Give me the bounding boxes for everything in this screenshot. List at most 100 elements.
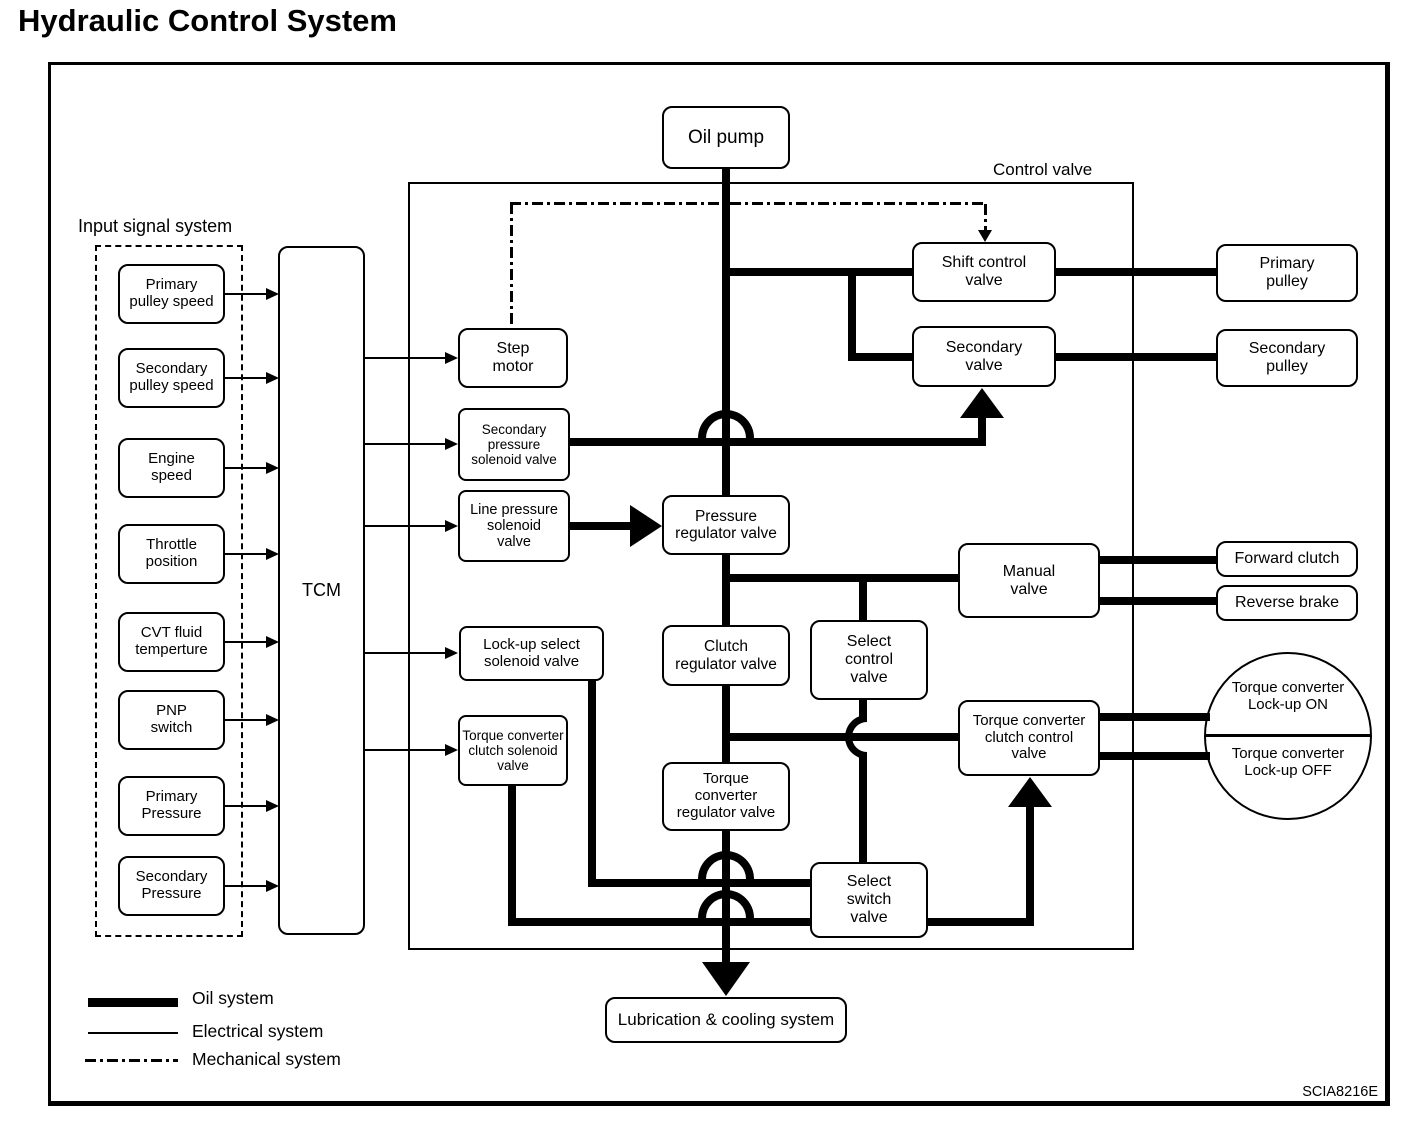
oil-line-manual-to-reverse-brake bbox=[1098, 597, 1218, 605]
oil-line-to-shift-control-valve bbox=[722, 268, 914, 276]
torque-converter-divider bbox=[1206, 734, 1370, 737]
node-engine-speed-label: Engine speed bbox=[148, 450, 195, 484]
node-lock-up-select-solenoid-valve: Lock-up select solenoid valve bbox=[459, 626, 604, 681]
electrical-line-throttle-position bbox=[225, 553, 267, 555]
oil-line-tcc-solenoid-down bbox=[508, 783, 516, 926]
electrical-line-secondary-pressure bbox=[225, 885, 267, 887]
oil-line-tcc-to-lock-up-off bbox=[1098, 752, 1210, 760]
node-secondary-pulley-speed-label: Secondary pulley speed bbox=[129, 360, 214, 394]
node-forward-clutch-label: Forward clutch bbox=[1234, 550, 1340, 568]
oil-line-tcc-to-lock-up-on bbox=[1098, 713, 1210, 721]
page-title: Hydraulic Control System bbox=[18, 3, 397, 38]
node-clutch-regulator-valve-label: Clutch regulator valve bbox=[675, 638, 777, 673]
arrowhead-cvt-fluid bbox=[266, 636, 279, 648]
arrowhead-pnp-switch bbox=[266, 714, 279, 726]
node-secondary-pressure-solenoid-valve: Secondary pressure solenoid valve bbox=[458, 408, 570, 481]
arrowhead-primary-pulley-speed bbox=[266, 288, 279, 300]
node-manual-valve: Manual valve bbox=[958, 543, 1100, 618]
node-torque-converter-clutch-solenoid-valve-label: Torque converter clutch solenoid valve bbox=[462, 727, 564, 774]
arrowhead-into-lubrication bbox=[702, 962, 750, 996]
node-select-switch-valve-label: Select switch valve bbox=[846, 873, 892, 926]
oil-line-lock-up-select-down bbox=[588, 678, 596, 887]
oil-line-branch-secondary-valve bbox=[848, 268, 856, 361]
node-select-control-valve-label: Select control valve bbox=[844, 633, 894, 686]
legend-electrical-system-label: Electrical system bbox=[192, 1021, 324, 1041]
oil-line-manual-to-forward-clutch bbox=[1098, 556, 1218, 564]
arrowhead-tcm-step-motor bbox=[445, 352, 458, 364]
node-manual-valve-label: Manual valve bbox=[1002, 562, 1056, 598]
arrowhead-throttle-position bbox=[266, 548, 279, 560]
arrowhead-secondary-pulley-speed bbox=[266, 372, 279, 384]
diagram-frame bbox=[48, 62, 1390, 1106]
electrical-line-tcm-lock-up-select-solenoid bbox=[365, 652, 446, 654]
node-shift-control-valve: Shift control valve bbox=[912, 242, 1056, 302]
electrical-line-tcm-line-pressure-solenoid bbox=[365, 525, 446, 527]
oil-line-to-tcc-control-valve bbox=[722, 733, 960, 741]
oil-line-into-secondary-valve bbox=[848, 353, 914, 361]
node-torque-converter-clutch-solenoid-valve: Torque converter clutch solenoid valve bbox=[458, 715, 568, 786]
node-shift-control-valve-label: Shift control valve bbox=[941, 254, 1027, 289]
node-primary-pressure: Primary Pressure bbox=[118, 776, 225, 836]
node-secondary-valve-label: Secondary valve bbox=[945, 338, 1023, 374]
node-secondary-pressure: Secondary Pressure bbox=[118, 856, 225, 916]
electrical-line-primary-pulley-speed bbox=[225, 293, 267, 295]
torque-converter-lock-up-off-label: Torque converter Lock-up OFF bbox=[1231, 745, 1345, 779]
oil-line-to-manual-valve bbox=[722, 574, 960, 582]
node-secondary-pulley-speed: Secondary pulley speed bbox=[118, 348, 225, 408]
electrical-line-tcm-tcc-solenoid bbox=[365, 749, 446, 751]
arrowhead-into-pressure-regulator bbox=[630, 505, 662, 547]
node-clutch-regulator-valve: Clutch regulator valve bbox=[662, 625, 790, 686]
node-engine-speed: Engine speed bbox=[118, 438, 225, 498]
node-secondary-pulley: Secondary pulley bbox=[1216, 329, 1358, 387]
input-signal-system-label: Input signal system bbox=[78, 216, 233, 236]
mechanical-line-horizontal bbox=[510, 202, 986, 205]
node-pnp-switch: PNP switch bbox=[118, 690, 225, 750]
node-primary-pressure-label: Primary Pressure bbox=[141, 788, 202, 822]
node-reverse-brake: Reverse brake bbox=[1216, 585, 1358, 621]
node-throttle-position-label: Throttle position bbox=[145, 536, 198, 570]
node-primary-pulley-speed-label: Primary pulley speed bbox=[129, 276, 214, 310]
control-valve-group-box bbox=[408, 182, 1134, 950]
node-line-pressure-solenoid-valve-label: Line pressure solenoid valve bbox=[470, 501, 558, 551]
node-torque-converter-clutch-control-valve: Torque converter clutch control valve bbox=[958, 700, 1100, 776]
torque-converter-lock-up-on-label: Torque converter Lock-up ON bbox=[1231, 679, 1345, 713]
oil-line-secondary-valve-to-secondary-pulley bbox=[1054, 353, 1218, 361]
node-tcm: TCM bbox=[278, 246, 365, 935]
arrowhead-secondary-pressure bbox=[266, 880, 279, 892]
node-tcm-label: TCM bbox=[302, 580, 341, 601]
electrical-line-engine-speed bbox=[225, 467, 267, 469]
oil-line-line-pressure-solenoid bbox=[568, 522, 632, 530]
arrowhead-tcm-tcc-solenoid bbox=[445, 744, 458, 756]
node-line-pressure-solenoid-valve: Line pressure solenoid valve bbox=[458, 490, 570, 562]
node-select-switch-valve: Select switch valve bbox=[810, 862, 928, 938]
node-secondary-pressure-label: Secondary Pressure bbox=[135, 868, 208, 902]
node-forward-clutch: Forward clutch bbox=[1216, 541, 1358, 577]
electrical-line-pnp-switch bbox=[225, 719, 267, 721]
oil-line-select-control-to-select-switch bbox=[859, 698, 867, 864]
mechanical-line-step-motor-vertical bbox=[510, 203, 513, 328]
arrowhead-primary-pressure bbox=[266, 800, 279, 812]
node-oil-pump-label: Oil pump bbox=[687, 126, 765, 148]
node-pressure-regulator-valve: Pressure regulator valve bbox=[662, 495, 790, 555]
arrowhead-into-secondary-valve bbox=[960, 388, 1004, 418]
arrowhead-mechanical-shift-control bbox=[978, 230, 992, 242]
arrowhead-tcm-line-pressure-solenoid bbox=[445, 520, 458, 532]
node-cvt-fluid-temperture-label: CVT fluid temperture bbox=[135, 624, 208, 658]
oil-line-up-to-secondary-valve bbox=[978, 416, 986, 446]
node-primary-pulley: Primary pulley bbox=[1216, 244, 1358, 302]
node-secondary-pulley-label: Secondary pulley bbox=[1248, 340, 1326, 375]
electrical-line-primary-pressure bbox=[225, 805, 267, 807]
electrical-line-tcm-secondary-pressure-solenoid bbox=[365, 443, 446, 445]
node-torque-converter-clutch-control-valve-label: Torque converter clutch control valve bbox=[972, 711, 1086, 763]
node-pressure-regulator-valve-label: Pressure regulator valve bbox=[675, 507, 777, 542]
arrowhead-engine-speed bbox=[266, 462, 279, 474]
node-lubrication-cooling-system: Lubrication & cooling system bbox=[605, 997, 847, 1043]
node-primary-pulley-label: Primary pulley bbox=[1259, 255, 1315, 290]
node-cvt-fluid-temperture: CVT fluid temperture bbox=[118, 612, 225, 672]
legend-oil-system-label: Oil system bbox=[192, 988, 274, 1008]
node-pnp-switch-label: PNP switch bbox=[150, 702, 193, 736]
arrowhead-tcm-secondary-pressure-solenoid bbox=[445, 438, 458, 450]
node-torque-converter-regulator-valve-label: Torque converter regulator valve bbox=[676, 770, 776, 821]
mechanical-line-shift-control-vertical bbox=[984, 204, 987, 231]
